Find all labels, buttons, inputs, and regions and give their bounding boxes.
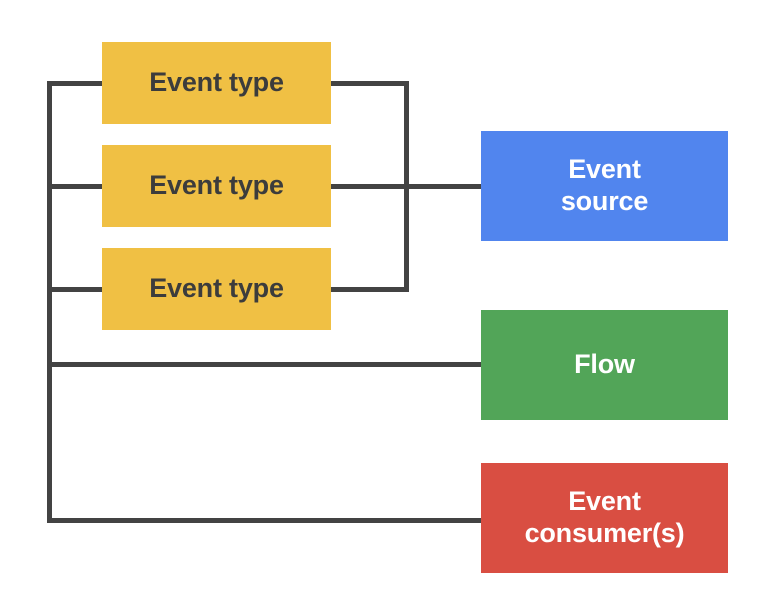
connector-right-bus-to-event-source (404, 184, 484, 189)
connector-left-bus-vertical (47, 84, 52, 523)
connector-left-bus-to-flow (47, 362, 484, 367)
node-event-source-label: Event source (560, 154, 649, 216)
node-event-type-2[interactable]: Event type (102, 145, 331, 227)
connector-left-bus-to-event-type-1 (47, 81, 105, 86)
node-flow[interactable]: Flow (481, 310, 728, 420)
node-event-source[interactable]: Event source (481, 131, 728, 241)
connector-event-type-3-to-right-bus (328, 287, 409, 292)
node-flow-label: Flow (574, 349, 635, 380)
node-event-type-1[interactable]: Event type (102, 42, 331, 124)
node-event-type-3-label: Event type (149, 273, 284, 304)
node-event-consumer-label: Event consumer(s) (524, 486, 685, 548)
node-event-type-1-label: Event type (149, 67, 284, 98)
connector-left-bus-to-event-type-3 (47, 287, 105, 292)
connector-left-bus-to-event-type-2 (47, 184, 105, 189)
node-event-type-3[interactable]: Event type (102, 248, 331, 330)
connector-event-type-1-to-right-bus (328, 81, 409, 86)
node-event-type-2-label: Event type (149, 170, 284, 201)
connector-left-bus-to-event-consumer (47, 518, 484, 523)
connector-event-type-2-to-right-bus (328, 184, 409, 189)
node-event-consumer[interactable]: Event consumer(s) (481, 463, 728, 573)
